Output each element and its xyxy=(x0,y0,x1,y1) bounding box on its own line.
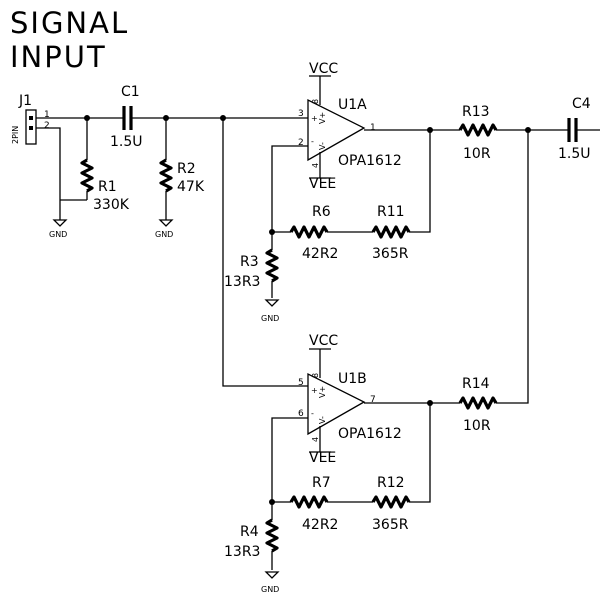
svg-text:+: + xyxy=(311,114,318,123)
opamp-u1a: U1A OPA1612 3 2 1 + - V+ V- 8 4 xyxy=(298,97,402,169)
r11-ref: R11 xyxy=(377,204,405,220)
svg-text:-: - xyxy=(311,137,314,146)
r7-value: 42R2 xyxy=(302,517,338,533)
gnd-symbol: GND xyxy=(261,571,280,594)
svg-text:+: + xyxy=(311,386,318,395)
u1a-vcc-label: VCC xyxy=(309,61,338,77)
j1-pin1: 1 xyxy=(44,110,50,120)
resistor-r11 xyxy=(371,225,411,239)
svg-text:3: 3 xyxy=(298,109,304,119)
r14-ref: R14 xyxy=(462,376,490,392)
u1b-part: OPA1612 xyxy=(338,426,402,442)
resistor-r13 xyxy=(458,123,498,137)
svg-text:V-: V- xyxy=(318,416,327,424)
j1-pin2: 2 xyxy=(44,121,50,131)
c1-ref: C1 xyxy=(121,84,140,100)
svg-text:GND: GND xyxy=(155,230,173,239)
r2-value: 47K xyxy=(177,179,205,195)
svg-text:GND: GND xyxy=(261,585,279,594)
r2-ref: R2 xyxy=(177,161,196,177)
r7-ref: R7 xyxy=(312,475,331,491)
u1a-ref: U1A xyxy=(338,97,367,113)
c1-value: 1.5U xyxy=(110,134,143,150)
resistor-r6 xyxy=(289,225,329,239)
u1a-part: OPA1612 xyxy=(338,153,402,169)
svg-text:8: 8 xyxy=(311,99,320,104)
r13-ref: R13 xyxy=(462,104,490,120)
resistor-r1 xyxy=(80,158,94,193)
u1b-ref: U1B xyxy=(338,371,367,387)
gnd-label: GND xyxy=(49,230,67,239)
gnd-symbol: GND xyxy=(155,216,174,239)
svg-text:5: 5 xyxy=(298,378,304,388)
svg-text:GND: GND xyxy=(261,314,279,323)
gnd-symbol: GND xyxy=(261,299,280,323)
junction xyxy=(427,127,433,133)
wire-fb-a3 xyxy=(409,130,431,233)
svg-text:8: 8 xyxy=(311,373,320,378)
opamp-u1b: U1B OPA1612 5 6 7 + - V+ V- 8 4 xyxy=(298,371,402,442)
r4-value: 13R3 xyxy=(224,544,260,560)
r3-ref: R3 xyxy=(240,254,259,270)
wire-u1b-minus xyxy=(271,417,308,520)
svg-text:4: 4 xyxy=(311,437,320,442)
r1-ref: R1 xyxy=(98,179,117,195)
junction xyxy=(427,400,433,406)
r13-value: 10R xyxy=(463,146,491,162)
wire-u1a-minus xyxy=(271,145,308,250)
r6-value: 42R2 xyxy=(302,246,338,262)
r12-value: 365R xyxy=(372,517,409,533)
svg-text:4: 4 xyxy=(311,163,320,168)
svg-text:V-: V- xyxy=(318,142,327,150)
wire-r14-to-node xyxy=(496,130,529,404)
u1b-vcc-label: VCC xyxy=(309,333,338,349)
svg-text:-: - xyxy=(311,409,314,418)
svg-text:6: 6 xyxy=(298,409,304,419)
u1b-vee-label: VEE xyxy=(309,450,336,466)
r1-value: 330K xyxy=(93,197,130,213)
wire-fb-b3 xyxy=(409,403,431,503)
resistor-r4 xyxy=(265,518,279,553)
svg-text:V+: V+ xyxy=(318,112,327,124)
c4-ref: C4 xyxy=(572,96,591,112)
r4-ref: R4 xyxy=(240,524,259,540)
title-line2: INPUT xyxy=(10,40,107,74)
resistor-r3 xyxy=(265,248,279,283)
c4-value: 1.5U xyxy=(558,146,591,162)
wire-j1-pin2 xyxy=(36,127,61,216)
j1-type: 2PIN xyxy=(11,126,20,144)
j1-ref: J1 xyxy=(18,93,32,109)
u1a-vee-label: VEE xyxy=(309,176,336,192)
svg-text:2: 2 xyxy=(298,138,304,148)
resistor-r7 xyxy=(289,495,329,509)
r14-value: 10R xyxy=(463,418,491,434)
resistor-r12 xyxy=(371,495,411,509)
r6-ref: R6 xyxy=(312,204,331,220)
title-line1: SIGNAL xyxy=(10,6,129,40)
wire-to-u1b-plus xyxy=(222,118,308,387)
svg-text:1: 1 xyxy=(370,123,376,133)
resistor-r14 xyxy=(458,396,498,410)
svg-text:V+: V+ xyxy=(318,386,327,398)
r11-value: 365R xyxy=(372,246,409,262)
connector-j1: J1 2PIN 1 2 xyxy=(11,93,50,145)
resistor-r2 xyxy=(159,158,173,193)
svg-text:7: 7 xyxy=(370,395,376,405)
r12-ref: R12 xyxy=(377,475,405,491)
r3-value: 13R3 xyxy=(224,274,260,290)
gnd-symbol: GND xyxy=(49,216,68,239)
